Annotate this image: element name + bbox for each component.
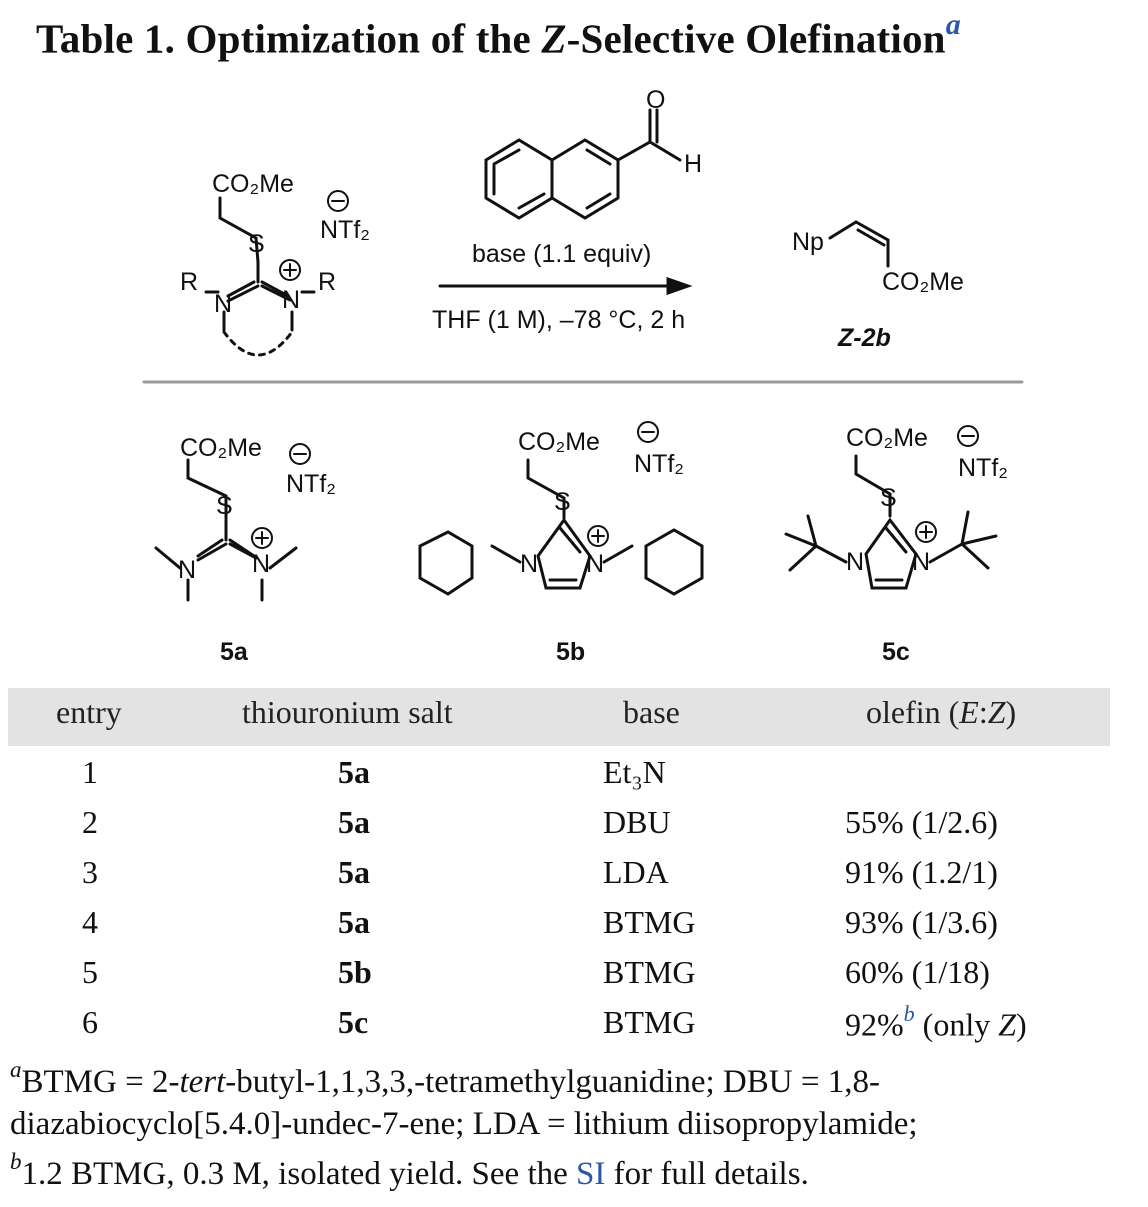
header-thiouronium-salt: thiouronium salt	[242, 694, 453, 730]
compound-5b-anion: NTf₂	[634, 450, 684, 478]
row-2-base: DBU	[603, 804, 671, 840]
reagent-conditions-top: base (1.1 equiv)	[472, 240, 651, 268]
compound-5b-label: 5b	[556, 638, 585, 666]
compound-5a-label: 5a	[220, 638, 249, 666]
compound-5b-ester: CO₂Me	[518, 428, 600, 456]
row-5-entry: 5	[82, 954, 98, 990]
compound-5b-n-left: N	[520, 550, 538, 578]
compound-5c-anion: NTf₂	[958, 454, 1008, 482]
compound-5a-anion: NTf₂	[286, 470, 336, 498]
row-3-base: LDA	[603, 854, 669, 890]
row-2-olefin: 55% (1/2.6)	[845, 804, 998, 840]
product-np-label: Np	[792, 228, 824, 256]
product-label: Z-2b	[837, 324, 891, 352]
footnote-line-2: diazabiocyclo[5.4.0]-undec-7-ene; LDA = …	[10, 1106, 918, 1142]
reagent-conditions-bottom: THF (1 M), –78 °C, 2 h	[432, 306, 685, 334]
compound-5b-sulfur: S	[554, 488, 571, 516]
row-3-salt: 5a	[338, 854, 370, 890]
row-6-base: BTMG	[603, 1004, 696, 1040]
row-5-salt: 5b	[338, 954, 372, 990]
general-r-left: R	[180, 268, 198, 296]
row-2-entry: 2	[82, 804, 98, 840]
compound-5a-n-left: N	[178, 556, 196, 584]
table-title: Table 1. Optimization of the Z-Selective…	[36, 8, 961, 62]
row-4-olefin: 93% (1/3.6)	[845, 904, 998, 940]
row-6-entry: 6	[82, 1004, 98, 1040]
footnote-line-3: b1.2 BTMG, 0.3 M, isolated yield. See th…	[10, 1149, 809, 1192]
row-1-base: Et₃N	[603, 754, 666, 790]
row-6-salt: 5c	[338, 1004, 369, 1040]
row-5-base: BTMG	[603, 954, 696, 990]
aldehyde-oxygen: O	[646, 86, 665, 114]
header-entry: entry	[56, 694, 122, 730]
product-ester-label: CO₂Me	[882, 268, 964, 296]
general-sulfur-label: S	[248, 230, 265, 258]
row-6-olefin: 92%b (only Z)	[845, 1001, 1027, 1043]
header-olefin: olefin (E:Z)	[866, 694, 1017, 730]
row-3-entry: 3	[82, 854, 98, 890]
compound-5c-sulfur: S	[880, 484, 897, 512]
row-1-salt: 5a	[338, 754, 370, 790]
row-5-olefin: 60% (1/18)	[845, 954, 990, 990]
row-6-footnote-marker: b	[903, 1001, 915, 1026]
footnote-line-1: aBTMG = 2-tert-butyl-1,1,3,3,-tetramethy…	[10, 1057, 880, 1100]
aldehyde-hydrogen: H	[684, 150, 702, 178]
row-2-salt: 5a	[338, 804, 370, 840]
table-header-band	[8, 688, 1110, 746]
compound-5c-n-right: N	[912, 548, 930, 576]
header-base: base	[623, 694, 680, 730]
row-4-salt: 5a	[338, 904, 370, 940]
compound-5b-n-right: N	[586, 550, 604, 578]
general-anion-label: NTf₂	[320, 216, 370, 244]
compound-5c-ester: CO₂Me	[846, 424, 928, 452]
general-n-right: N	[282, 286, 300, 314]
compound-5c-label: 5c	[882, 638, 910, 666]
row-3-olefin: 91% (1.2/1)	[845, 854, 998, 890]
compound-5a-sulfur: S	[216, 492, 233, 520]
footnote-marker-a: a	[945, 8, 961, 41]
compound-5a-ester: CO₂Me	[180, 434, 262, 462]
row-4-entry: 4	[82, 904, 98, 940]
si-link[interactable]: SI	[576, 1156, 606, 1192]
general-ester-label: CO₂Me	[212, 170, 294, 198]
row-1-entry: 1	[82, 754, 98, 790]
row-4-base: BTMG	[603, 904, 696, 940]
compound-5c-n-left: N	[846, 548, 864, 576]
general-r-right: R	[318, 268, 336, 296]
compound-5a-n-right: N	[252, 550, 270, 578]
reaction-scheme: CO₂Me NTf₂ S R R N N O H base (1.1 equiv…	[142, 86, 1024, 666]
general-n-left: N	[214, 290, 232, 318]
